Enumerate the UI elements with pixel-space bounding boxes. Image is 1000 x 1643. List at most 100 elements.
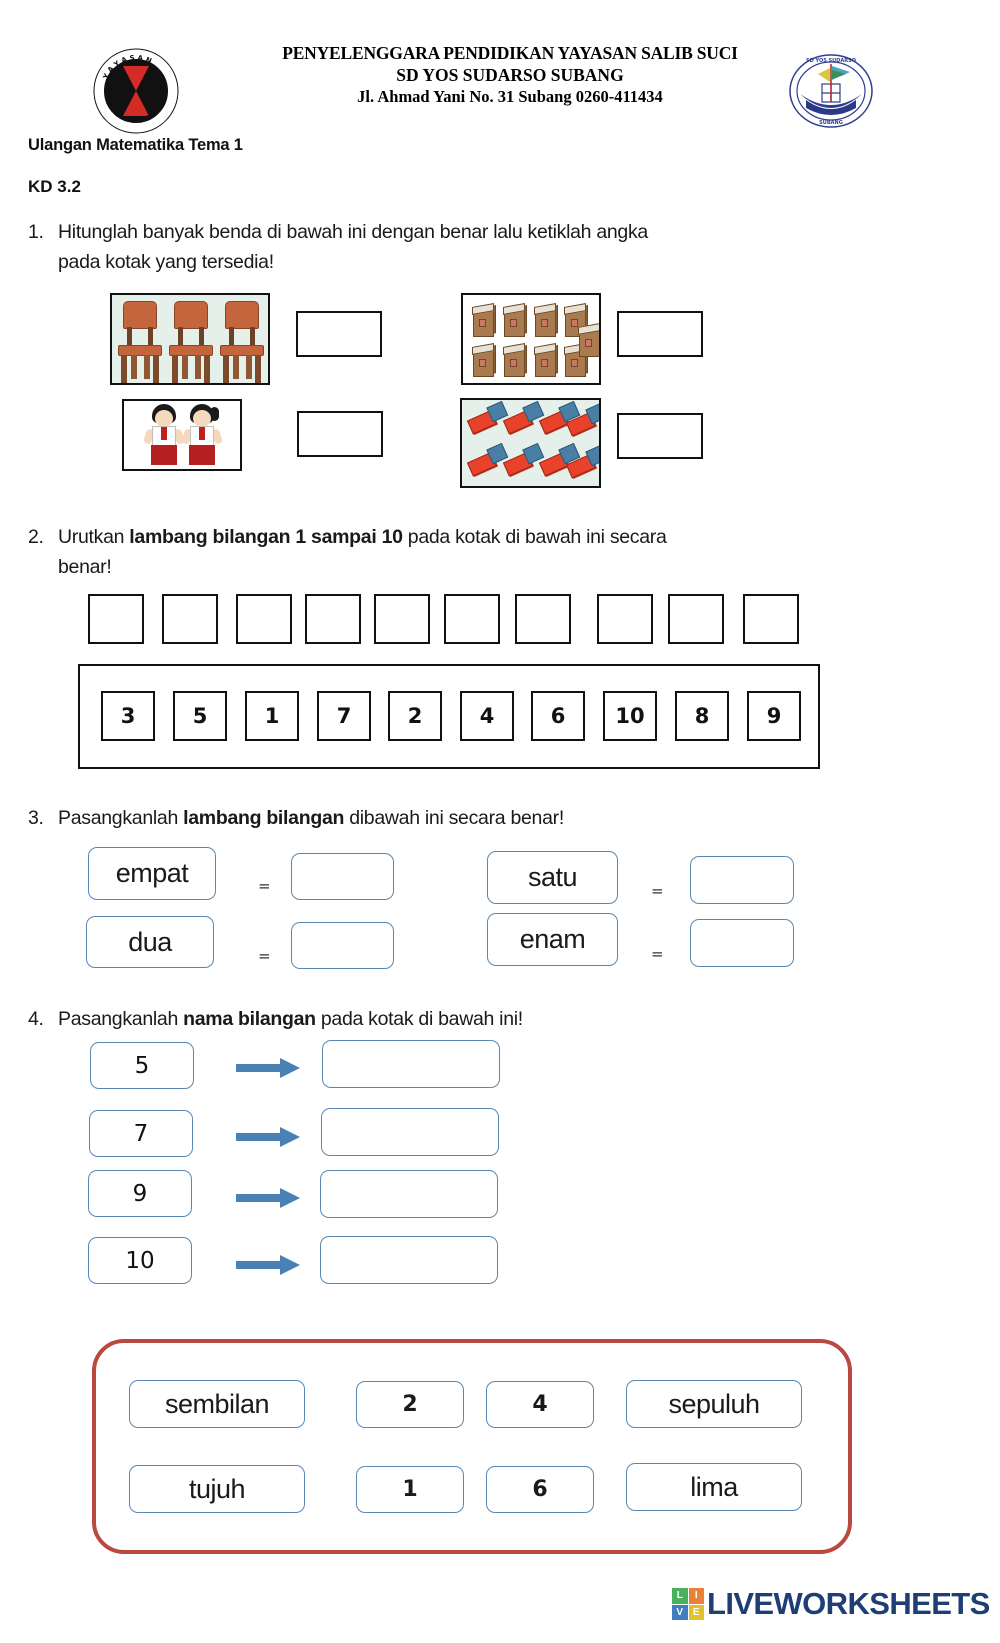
child-icon <box>142 404 186 469</box>
school-bag-icon <box>502 343 528 377</box>
equals-sign: = <box>258 877 271 895</box>
question-3-number: 3. <box>28 807 44 829</box>
question-2-number-bank: 3 5 1 7 2 4 6 10 8 9 <box>0 664 1000 779</box>
number-card-5[interactable]: 5 <box>90 1042 194 1089</box>
answer-slot[interactable] <box>88 594 144 644</box>
answer-slot[interactable] <box>597 594 653 644</box>
word-bank-item-4[interactable]: 4 <box>486 1381 594 1428</box>
answer-slot[interactable] <box>162 594 218 644</box>
question-4-text: 4. Pasangkanlah nama bilangan pada kotak… <box>28 1004 858 1034</box>
word-bank-item-lima[interactable]: lima <box>626 1463 802 1511</box>
answer-card-satu[interactable] <box>690 856 794 904</box>
picture-two-children <box>122 399 242 471</box>
question-3-pairs: empat = satu = dua = enam = <box>0 843 1000 1018</box>
question-2-line-2: benar! <box>58 556 112 578</box>
word-bank-item-sepuluh[interactable]: sepuluh <box>626 1380 802 1428</box>
number-card-9[interactable]: 9 <box>88 1170 192 1217</box>
question-3-pre: Pasangkanlah <box>58 807 184 829</box>
question-2-bold: lambang bilangan 1 sampai 10 <box>129 526 403 548</box>
answer-card-dua[interactable] <box>291 922 394 969</box>
bank-number[interactable]: 10 <box>603 691 657 741</box>
answer-box-chairs[interactable] <box>296 311 382 357</box>
answer-card-5[interactable] <box>322 1040 500 1088</box>
answer-slot[interactable] <box>444 594 500 644</box>
answer-slot[interactable] <box>515 594 571 644</box>
liveworksheets-logo-icon: L I V E <box>672 1588 704 1620</box>
word-bank-item-1[interactable]: 1 <box>356 1466 464 1513</box>
question-2-pre: Urutkan <box>58 526 130 548</box>
question-2-number: 2. <box>28 526 44 548</box>
picture-school-bags <box>461 293 601 385</box>
answer-card-9[interactable] <box>320 1170 498 1218</box>
question-4-pre: Pasangkanlah <box>58 1008 184 1030</box>
school-bag-icon <box>533 303 559 337</box>
bank-number[interactable]: 1 <box>245 691 299 741</box>
question-3-text: 3. Pasangkanlah lambang bilangan dibawah… <box>28 803 858 833</box>
liveworksheets-brand-text: LIVEWORKSHEETS <box>707 1586 990 1621</box>
bank-number[interactable]: 6 <box>531 691 585 741</box>
answer-box-two-children[interactable] <box>297 411 383 457</box>
school-bag-icon <box>502 303 528 337</box>
question-2-answer-slots <box>0 594 1000 652</box>
number-card-10[interactable]: 10 <box>88 1237 192 1284</box>
word-card-empat[interactable]: empat <box>88 847 216 900</box>
answer-slot[interactable] <box>305 594 361 644</box>
bank-number[interactable]: 7 <box>317 691 371 741</box>
number-bank-frame: 3 5 1 7 2 4 6 10 8 9 <box>78 664 820 769</box>
word-bank-item-2[interactable]: 2 <box>356 1381 464 1428</box>
school-bag-icon <box>577 323 599 357</box>
equals-sign: = <box>651 945 664 963</box>
question-1-body: Hitunglah banyak benda di bawah ini deng… <box>58 217 648 277</box>
question-4-number: 4. <box>28 1008 44 1030</box>
answer-slot[interactable] <box>743 594 799 644</box>
equals-sign: = <box>651 882 664 900</box>
school-bag-icon <box>471 343 497 377</box>
yayasan-salib-suci-seal-icon: Y A Y A S A N S A L I B S U C I <box>93 48 179 134</box>
kd-label: KD 3.2 <box>28 177 81 196</box>
school-bag-icon <box>471 303 497 337</box>
answer-card-empat[interactable] <box>291 853 394 900</box>
question-4-bold: nama bilangan <box>183 1008 316 1030</box>
bank-number[interactable]: 5 <box>173 691 227 741</box>
word-bank-item-6[interactable]: 6 <box>486 1466 594 1513</box>
child-icon <box>180 404 224 469</box>
bank-number[interactable]: 3 <box>101 691 155 741</box>
answer-box-erasers[interactable] <box>617 413 703 459</box>
answer-card-enam[interactable] <box>690 919 794 967</box>
answer-slot[interactable] <box>236 594 292 644</box>
bank-number[interactable]: 2 <box>388 691 442 741</box>
bank-number[interactable]: 9 <box>747 691 801 741</box>
answer-slot[interactable] <box>668 594 724 644</box>
question-1-text: 1. Hitunglah banyak benda di bawah ini d… <box>28 217 858 277</box>
word-bank-item-sembilan[interactable]: sembilan <box>129 1380 305 1428</box>
page-header: Y A Y A S A N S A L I B S U C I PENYELEN… <box>0 0 1000 134</box>
bank-number[interactable]: 8 <box>675 691 729 741</box>
question-4-post: pada kotak di bawah ini! <box>315 1008 523 1030</box>
logo-tile-e: E <box>688 1604 704 1620</box>
answer-card-10[interactable] <box>320 1236 498 1284</box>
question-1-number: 1. <box>28 221 44 243</box>
answer-card-7[interactable] <box>321 1108 499 1156</box>
word-bank-item-tujuh[interactable]: tujuh <box>129 1465 305 1513</box>
question-4-body: Pasangkanlah nama bilangan pada kotak di… <box>58 1004 523 1034</box>
arrow-right-icon <box>236 1255 302 1275</box>
equals-sign: = <box>258 947 271 965</box>
answer-slot[interactable] <box>374 594 430 644</box>
bank-number[interactable]: 4 <box>460 691 514 741</box>
question-2-text: 2. Urutkan lambang bilangan 1 sampai 10 … <box>28 522 858 582</box>
question-3-bold: lambang bilangan <box>183 807 345 829</box>
word-card-satu[interactable]: satu <box>487 851 618 904</box>
liveworksheets-footer: L I V E LIVEWORKSHEETS <box>672 1586 990 1622</box>
number-card-7[interactable]: 7 <box>89 1110 193 1157</box>
word-card-dua[interactable]: dua <box>86 916 214 968</box>
arrow-right-icon <box>236 1058 302 1078</box>
logo-tile-v: V <box>672 1604 688 1620</box>
header-line-2: SD YOS SUDARSO SUBANG <box>396 65 624 85</box>
svg-text:SD YOS SUDARSO: SD YOS SUDARSO <box>806 58 856 64</box>
arrow-right-icon <box>236 1188 302 1208</box>
school-header-text: PENYELENGGARA PENDIDIKAN YAYASAN SALIB S… <box>200 42 820 108</box>
question-1-line-1: Hitunglah banyak benda di bawah ini deng… <box>58 221 648 243</box>
question-1-pictures <box>0 285 1000 500</box>
word-card-enam[interactable]: enam <box>487 913 618 966</box>
answer-box-school-bags[interactable] <box>617 311 703 357</box>
